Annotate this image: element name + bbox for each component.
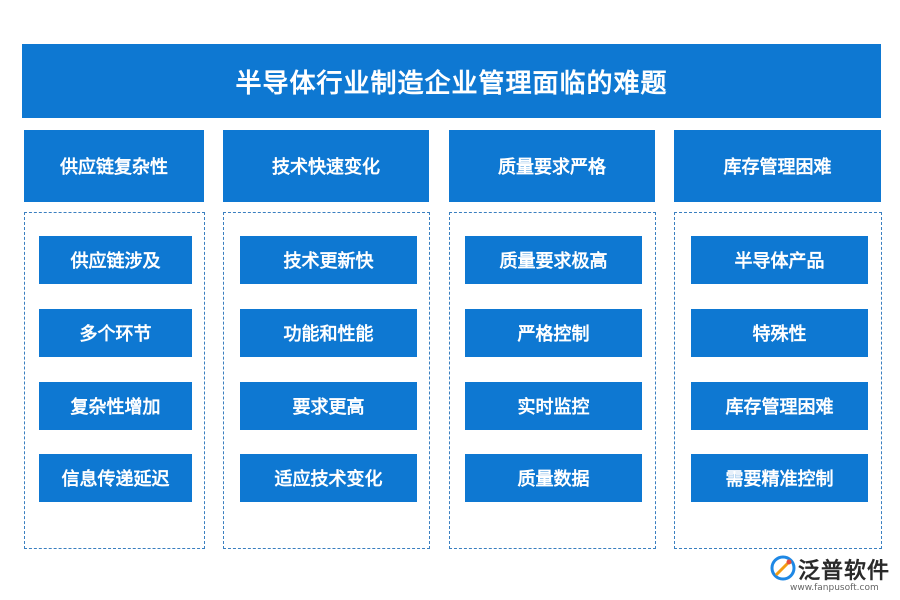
item-box: 半导体产品 <box>691 236 868 284</box>
item-box: 质量数据 <box>465 454 642 502</box>
item-box: 技术更新快 <box>240 236 417 284</box>
item-box: 多个环节 <box>39 309 192 357</box>
column-box-tech-change <box>223 212 430 549</box>
item-box: 质量要求极高 <box>465 236 642 284</box>
brand-logo-icon <box>770 555 796 581</box>
column-header-supply-chain: 供应链复杂性 <box>24 130 204 202</box>
brand-logo: 泛普软件 www.fanpusoft.com <box>770 553 892 597</box>
item-box: 需要精准控制 <box>691 454 868 502</box>
item-box: 信息传递延迟 <box>39 454 192 502</box>
item-box: 实时监控 <box>465 382 642 430</box>
item-box: 复杂性增加 <box>39 382 192 430</box>
item-box: 供应链涉及 <box>39 236 192 284</box>
brand-name: 泛普软件 <box>798 559 891 584</box>
item-box: 适应技术变化 <box>240 454 417 502</box>
column-box-supply-chain <box>24 212 205 549</box>
item-box: 功能和性能 <box>240 309 417 357</box>
column-box-quality <box>449 212 656 549</box>
column-header-inventory: 库存管理困难 <box>674 130 881 202</box>
item-box: 要求更高 <box>240 382 417 430</box>
item-box: 库存管理困难 <box>691 382 868 430</box>
item-box: 严格控制 <box>465 309 642 357</box>
column-header-quality: 质量要求严格 <box>449 130 655 202</box>
item-box: 特殊性 <box>691 309 868 357</box>
diagram-title: 半导体行业制造企业管理面临的难题 <box>22 44 881 118</box>
column-header-tech-change: 技术快速变化 <box>223 130 429 202</box>
brand-url: www.fanpusoft.com <box>790 583 879 593</box>
column-box-inventory <box>674 212 882 549</box>
